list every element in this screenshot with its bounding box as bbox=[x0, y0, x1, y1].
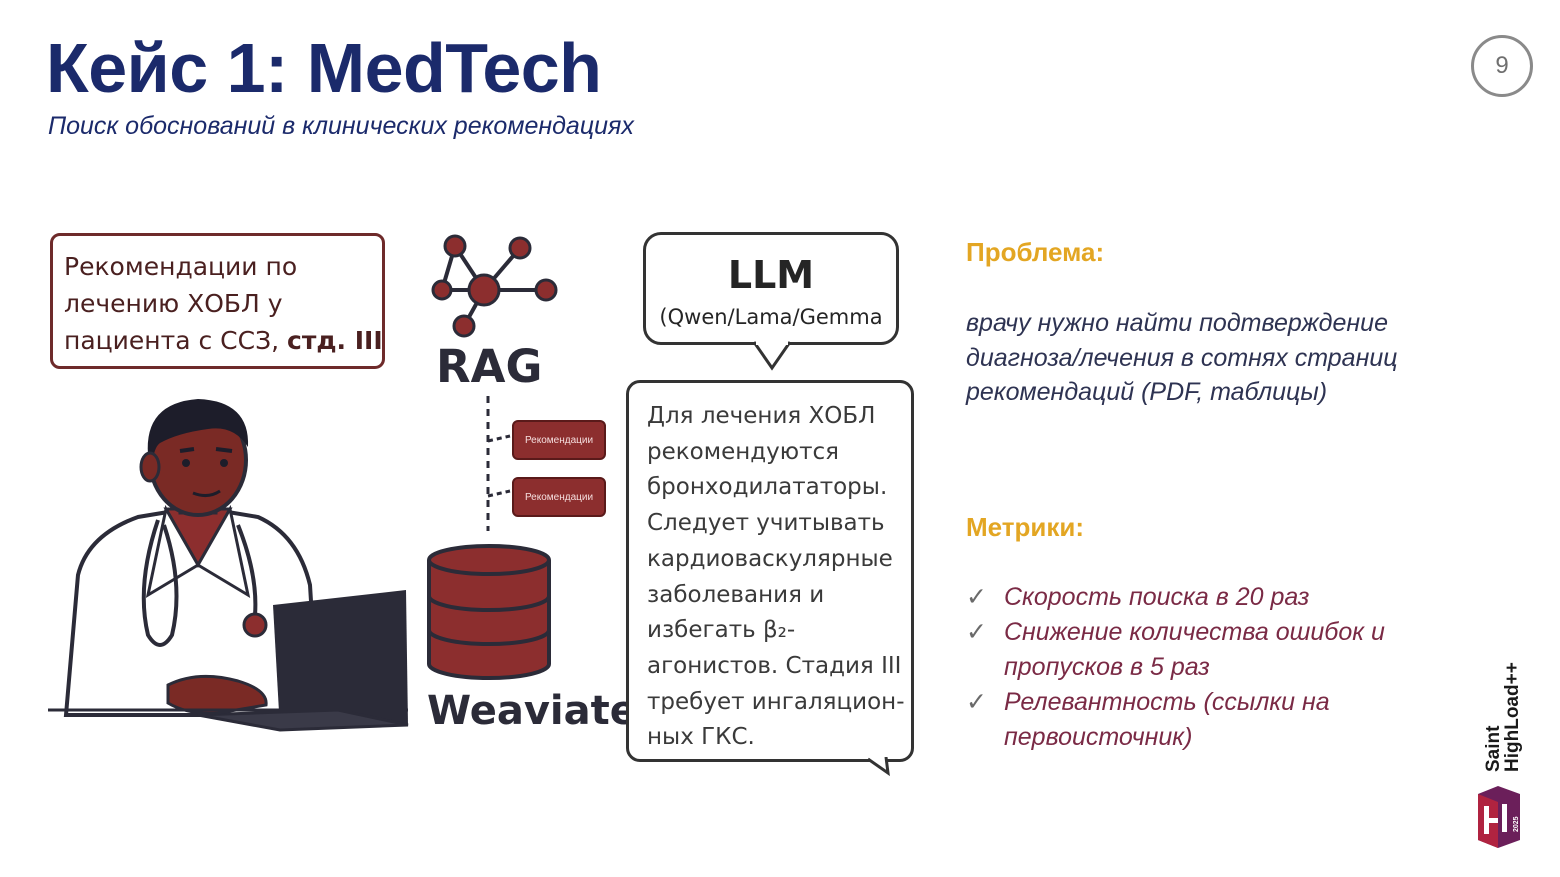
graph-network-icon bbox=[431, 234, 558, 338]
problem-text: врачу нужно найти подтверждение диагноза… bbox=[966, 306, 1398, 410]
dashed-connector bbox=[486, 396, 511, 531]
answer-line: избегать β₂- bbox=[647, 617, 796, 644]
answer-line: ных ГКС. bbox=[647, 724, 755, 751]
doctor-illustration bbox=[48, 399, 409, 732]
metric-line: пропусков в 5 раз bbox=[1004, 653, 1210, 681]
metrics-list: ✓ Скорость поиска в 20 раз ✓ Снижение ко… bbox=[966, 580, 1385, 755]
brand-name-line: Saint bbox=[1483, 725, 1504, 772]
metric-line: Скорость поиска в 20 раз bbox=[1004, 583, 1310, 611]
brand-emblem bbox=[1478, 786, 1520, 848]
checkmark-icon: ✓ bbox=[966, 688, 987, 716]
answer-line: Для лечения ХОБЛ bbox=[647, 403, 876, 429]
query-box: Рекомендации по лечению ХОБЛ у пациента … bbox=[50, 233, 385, 369]
metric-item: ✓ Снижение количества ошибок и пропусков… bbox=[966, 615, 1385, 685]
llm-models: (Qwen/Lama/Gemma bbox=[659, 305, 883, 329]
problem-heading: Проблема: bbox=[966, 237, 1105, 267]
query-stage-text: стд. III bbox=[287, 326, 383, 355]
document-chip: Рекомендации bbox=[512, 477, 606, 517]
rag-label: RAG bbox=[436, 340, 543, 393]
brand-year: 2025 bbox=[1513, 816, 1520, 832]
answer-line: заболевания и bbox=[647, 581, 825, 608]
database-icon bbox=[427, 544, 551, 680]
problem-line: рекомендаций (PDF, таблицы) bbox=[966, 378, 1328, 406]
metric-item: ✓ Релевантность (ссылки на первоисточник… bbox=[966, 685, 1385, 755]
answer-line: бронходилататоры. bbox=[647, 474, 888, 501]
metric-line: первоисточник) bbox=[1004, 723, 1193, 751]
answer-line: кардиоваскулярные bbox=[647, 545, 893, 572]
problem-line: врачу нужно найти подтверждение bbox=[966, 309, 1388, 337]
answer-bubble: Для лечения ХОБЛ рекомендуются бронходил… bbox=[626, 380, 914, 762]
page-number: 9 bbox=[1471, 35, 1533, 97]
bubble-tail bbox=[867, 757, 890, 777]
answer-line: рекомендуются bbox=[647, 438, 840, 465]
query-line: Рекомендации по bbox=[64, 252, 298, 281]
brand-name-line: HighLoad++ bbox=[1502, 662, 1523, 772]
slide-title: Кейс 1: MedTech bbox=[46, 29, 602, 107]
query-line-text: пациента с ССЗ, bbox=[64, 326, 288, 355]
checkmark-icon: ✓ bbox=[966, 583, 987, 611]
metric-line: Снижение количества ошибок и bbox=[1004, 618, 1385, 646]
metrics-heading: Метрики: bbox=[966, 512, 1085, 542]
query-line: пациента с ССЗ, стд. III bbox=[64, 322, 383, 359]
weaviate-label: Weaviate bbox=[427, 688, 637, 734]
metric-line: Релевантность (ссылки на bbox=[1004, 688, 1330, 716]
metric-item: ✓ Скорость поиска в 20 раз bbox=[966, 580, 1385, 615]
answer-line: требует ингаляцион- bbox=[647, 688, 905, 715]
problem-line: диагноза/лечения в сотнях страниц bbox=[966, 343, 1398, 372]
slide-subtitle: Поиск обоснований в клинических рекоменд… bbox=[48, 112, 634, 140]
checkmark-icon: ✓ bbox=[966, 618, 987, 646]
query-line: лечению ХОБЛ у bbox=[64, 289, 283, 318]
answer-line: агонистов. Стадия III bbox=[647, 652, 902, 679]
llm-bubble: LLM (Qwen/Lama/Gemma bbox=[643, 232, 899, 345]
answer-line: Следует учитывать bbox=[647, 510, 885, 537]
bubble-tail bbox=[752, 340, 792, 371]
document-chip: Рекомендации bbox=[512, 420, 606, 460]
saint-highload-logo: HighLoad++ Saint 2025 bbox=[1478, 662, 1523, 848]
llm-title: LLM bbox=[727, 253, 815, 297]
